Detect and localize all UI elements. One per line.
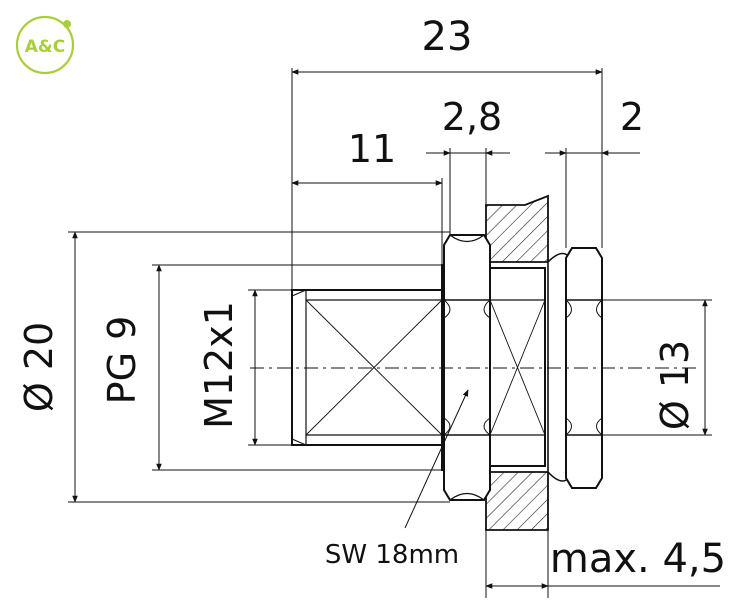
logo-ring: [15, 15, 75, 75]
logo-text: A&C: [25, 37, 65, 57]
dim-wrench-size: SW 18mm: [325, 540, 459, 570]
dim-flange-thickness: 2,8: [442, 95, 502, 139]
logo-dot: [63, 20, 71, 28]
dim-pg-thread: PG 9: [100, 316, 144, 405]
dim-nut-thickness: 2: [620, 95, 644, 139]
dim-metric-thread: M12x1: [197, 301, 241, 429]
dim-thread-length: 11: [348, 127, 396, 171]
dim-overall-length: 23: [422, 14, 473, 60]
logo-badge: A&C: [15, 15, 75, 75]
dimension-lines: [68, 68, 720, 598]
dim-diameter-flange: Ø 20: [17, 322, 61, 412]
dim-diameter-panel-hole: Ø 13: [653, 340, 697, 430]
dim-max-panel-thickness: max. 4,5: [550, 536, 726, 582]
